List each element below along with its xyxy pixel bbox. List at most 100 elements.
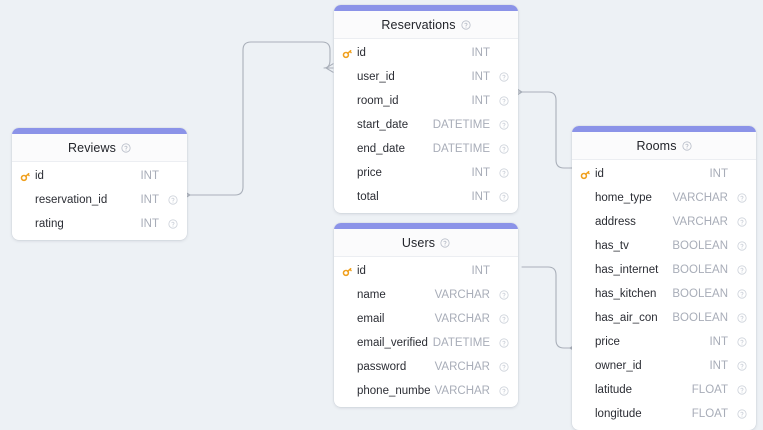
- column-info-icon-user_id[interactable]: [496, 72, 509, 82]
- primary-key-slot: [580, 169, 595, 180]
- table-row-rooms-id[interactable]: id INT: [572, 162, 756, 186]
- column-info-icon-email_verified_[interactable]: [496, 338, 509, 348]
- table-title-users: Users: [401, 235, 436, 250]
- column-name-has_tv: has_tv: [595, 240, 629, 252]
- column-info-icon-latitude[interactable]: [734, 385, 747, 395]
- column-info-icon-reservation_id[interactable]: [165, 195, 178, 205]
- column-info-icon-price[interactable]: [734, 337, 747, 347]
- key-icon: [20, 172, 30, 181]
- table-row-rooms-price[interactable]: price INT: [572, 330, 756, 354]
- column-info-icon-longitude[interactable]: [734, 409, 747, 419]
- column-type-rating: INT: [140, 218, 159, 230]
- table-node-reviews[interactable]: Reviews id INT reservation_id INT: [12, 128, 187, 240]
- key-icon: [342, 49, 352, 58]
- column-info-icon-phone_numbe[interactable]: [496, 386, 509, 396]
- table-info-icon-rooms[interactable]: [681, 140, 692, 151]
- column-type-id: INT: [471, 47, 490, 59]
- table-header[interactable]: Reviews: [12, 134, 187, 162]
- column-type-price: INT: [471, 167, 490, 179]
- column-type-total: INT: [471, 191, 490, 203]
- table-accent-bar: [334, 5, 518, 11]
- table-row-reservations-total[interactable]: total INT: [334, 185, 518, 209]
- table-row-rooms-home_type[interactable]: home_type VARCHAR: [572, 186, 756, 210]
- table-row-users-email_verified_[interactable]: email_verified_ DATETIME: [334, 331, 518, 355]
- table-info-icon-reservations[interactable]: [460, 19, 471, 30]
- table-row-reservations-id[interactable]: id INT: [334, 41, 518, 65]
- table-row-reviews-rating[interactable]: rating INT: [12, 212, 187, 236]
- column-name-email: email: [357, 313, 385, 325]
- table-node-rooms[interactable]: Rooms id INT home_type VARCHAR: [572, 126, 756, 430]
- table-row-users-phone_numbe[interactable]: phone_numbe VARCHAR: [334, 379, 518, 403]
- column-info-icon-home_type[interactable]: [734, 193, 747, 203]
- column-info-icon-has_air_con[interactable]: [734, 313, 747, 323]
- table-row-rooms-has_tv[interactable]: has_tv BOOLEAN: [572, 234, 756, 258]
- primary-key-slot: [20, 171, 35, 182]
- primary-key-slot: [342, 266, 357, 277]
- table-header[interactable]: Reservations: [334, 11, 518, 39]
- relationship-reviews-to-reservations: [189, 41, 331, 196]
- table-row-users-email[interactable]: email VARCHAR: [334, 307, 518, 331]
- table-header[interactable]: Users: [334, 229, 518, 257]
- column-info-icon-has_kitchen[interactable]: [734, 289, 747, 299]
- table-row-rooms-has_air_con[interactable]: has_air_con BOOLEAN: [572, 306, 756, 330]
- column-type-owner_id: INT: [709, 360, 728, 372]
- column-info-icon-end_date[interactable]: [496, 144, 509, 154]
- table-row-users-name[interactable]: name VARCHAR: [334, 283, 518, 307]
- column-info-icon-has_tv[interactable]: [734, 241, 747, 251]
- table-info-icon-reviews[interactable]: [121, 142, 131, 153]
- column-info-icon-has_internet[interactable]: [734, 265, 747, 275]
- column-name-owner_id: owner_id: [595, 360, 642, 372]
- column-info-icon-password[interactable]: [496, 362, 509, 372]
- column-type-reservation_id: INT: [140, 194, 159, 206]
- crowfoot-reservations-user-id: [325, 63, 334, 73]
- table-row-reservations-room_id[interactable]: room_id INT: [334, 89, 518, 113]
- table-title-reviews: Reviews: [68, 140, 116, 155]
- column-type-password: VARCHAR: [434, 361, 490, 373]
- column-type-phone_numbe: VARCHAR: [434, 385, 490, 397]
- column-name-phone_numbe: phone_numbe: [357, 385, 430, 397]
- column-type-has_tv: BOOLEAN: [672, 240, 728, 252]
- key-icon: [342, 267, 352, 276]
- table-row-users-id[interactable]: id INT: [334, 259, 518, 283]
- column-type-start_date: DATETIME: [432, 119, 490, 131]
- column-name-reservation_id: reservation_id: [35, 194, 108, 206]
- column-info-icon-room_id[interactable]: [496, 96, 509, 106]
- column-info-icon-email[interactable]: [496, 314, 509, 324]
- table-header[interactable]: Rooms: [572, 132, 756, 160]
- relationship-users-to-rooms: [521, 266, 573, 349]
- column-info-icon-start_date[interactable]: [496, 120, 509, 130]
- table-row-rooms-has_internet[interactable]: has_internet BOOLEAN: [572, 258, 756, 282]
- table-row-rooms-has_kitchen[interactable]: has_kitchen BOOLEAN: [572, 282, 756, 306]
- table-node-users[interactable]: Users id INT name VARCHAR: [334, 223, 518, 407]
- column-list-reviews: id INT reservation_id INT rating INT: [12, 162, 187, 240]
- column-name-start_date: start_date: [357, 119, 409, 131]
- table-row-rooms-longitude[interactable]: longitude FLOAT: [572, 402, 756, 426]
- table-row-reservations-price[interactable]: price INT: [334, 161, 518, 185]
- table-row-users-password[interactable]: password VARCHAR: [334, 355, 518, 379]
- column-name-id: id: [357, 47, 366, 59]
- table-info-icon-users[interactable]: [440, 237, 450, 248]
- column-info-icon-price[interactable]: [496, 168, 509, 178]
- column-type-name: VARCHAR: [434, 289, 490, 301]
- table-title-rooms: Rooms: [636, 138, 677, 153]
- column-type-home_type: VARCHAR: [672, 192, 728, 204]
- column-info-icon-name[interactable]: [496, 290, 509, 300]
- table-row-reviews-reservation_id[interactable]: reservation_id INT: [12, 188, 187, 212]
- table-row-reservations-start_date[interactable]: start_date DATETIME: [334, 113, 518, 137]
- table-row-reservations-end_date[interactable]: end_date DATETIME: [334, 137, 518, 161]
- table-node-reservations[interactable]: Reservations id INT user_id INT: [334, 5, 518, 213]
- table-title-reservations: Reservations: [381, 17, 456, 32]
- table-row-rooms-latitude[interactable]: latitude FLOAT: [572, 378, 756, 402]
- table-row-reservations-user_id[interactable]: user_id INT: [334, 65, 518, 89]
- table-row-rooms-address[interactable]: address VARCHAR: [572, 210, 756, 234]
- column-name-has_air_con: has_air_con: [595, 312, 658, 324]
- column-name-id: id: [35, 170, 44, 182]
- column-info-icon-rating[interactable]: [165, 219, 178, 229]
- column-info-icon-address[interactable]: [734, 217, 747, 227]
- column-type-id: INT: [709, 168, 728, 180]
- table-row-reviews-id[interactable]: id INT: [12, 164, 187, 188]
- column-info-icon-total[interactable]: [496, 192, 509, 202]
- column-info-icon-owner_id[interactable]: [734, 361, 747, 371]
- table-row-rooms-owner_id[interactable]: owner_id INT: [572, 354, 756, 378]
